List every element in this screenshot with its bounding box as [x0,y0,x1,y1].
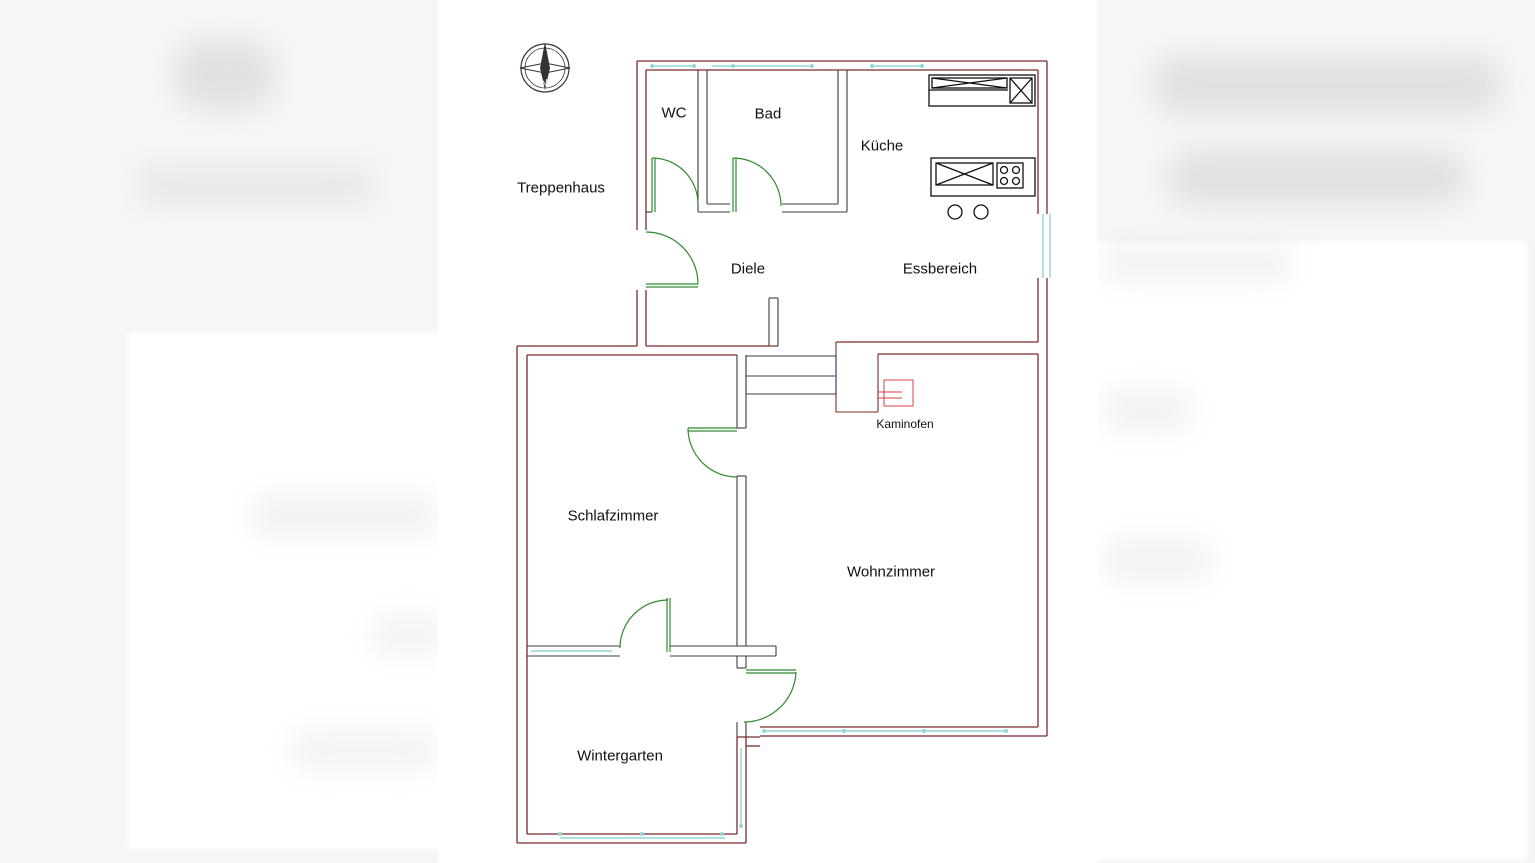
compass-icon: N [519,42,571,93]
room-label-kaminofen: Kaminofen [876,417,934,431]
chimney-block [835,342,879,413]
kitchen-counter-stove [930,157,1036,197]
window-markers [558,64,1008,836]
room-label-wc: WC [661,104,687,122]
room-label-schlafzimmer: Schlafzimmer [567,507,659,525]
compass-north-label: N [540,78,547,89]
room-label-wintergarten: Wintergarten [577,747,663,765]
bar-stools [947,204,989,220]
room-label-essbereich: Essbereich [902,260,978,278]
room-label-wohnzimmer: Wohnzimmer [846,563,936,581]
room-label-bad: Bad [754,105,782,123]
floor-plan-sheet [438,0,1097,863]
kitchen-counter-top [928,74,1036,107]
room-label-treppenhaus: Treppenhaus [517,179,605,197]
blurred-background-left [0,0,438,863]
room-label-diele: Diele [730,260,766,278]
doors [619,157,797,723]
inner-walls [527,70,848,737]
blurred-background-right [1097,0,1535,863]
outer-walls [516,60,1048,844]
windows [531,65,1051,839]
room-label-kueche: Küche [860,137,904,155]
fireplace-icon [878,379,914,407]
